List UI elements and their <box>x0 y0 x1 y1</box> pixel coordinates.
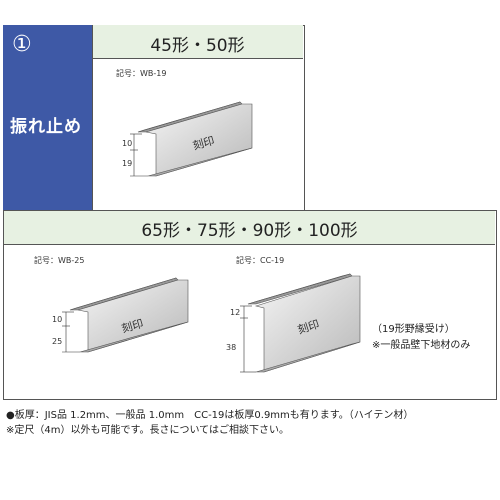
bottom-header-title: 65形・75形・90形・100形 <box>141 221 358 241</box>
top-header-bar <box>92 25 303 59</box>
category-strip <box>3 25 92 211</box>
top-separator <box>92 25 93 211</box>
note-19-type: （19形野縁受け） <box>372 324 455 335</box>
dim-b-cc19: 38 <box>226 343 236 352</box>
stamp-label: 刻印 <box>191 133 216 153</box>
wb25-channel-illustration: 刻印 10 25 <box>52 277 189 353</box>
product-code-cc19: 記号：CC-19 <box>236 256 285 265</box>
stamp-label-cc19: 刻印 <box>296 317 321 337</box>
footer-thickness-note: ●板厚：JIS品 1.2mm、一般品 1.0mm CC-19は板厚0.9mmも有… <box>6 410 414 421</box>
dim-b-wb25: 25 <box>52 337 62 346</box>
cc19-channel-illustration: 刻印 12 38 <box>226 273 361 373</box>
product-code-wb25: 記号：WB-25 <box>34 256 85 265</box>
top-header-title: 45形・50形 <box>150 36 245 56</box>
category-title: 振れ止め <box>10 117 82 137</box>
wb19-channel-illustration: 刻印 10 19 <box>122 101 253 177</box>
footer-length-note: ※定尺（4m）以外も可能です。長さについてはご相談下さい。 <box>6 425 289 436</box>
dim-a-wb25: 10 <box>52 315 62 324</box>
dim-a: 10 <box>122 139 132 148</box>
note-wall-only: ※一般品壁下地材のみ <box>372 340 471 351</box>
stamp-label-wb25: 刻印 <box>120 316 145 336</box>
dim-a-cc19: 12 <box>230 308 240 317</box>
product-code-wb19: 記号：WB-19 <box>116 69 167 78</box>
dim-b: 19 <box>122 159 132 168</box>
section-number: ① <box>12 32 32 57</box>
bottom-header-bar <box>4 211 495 245</box>
